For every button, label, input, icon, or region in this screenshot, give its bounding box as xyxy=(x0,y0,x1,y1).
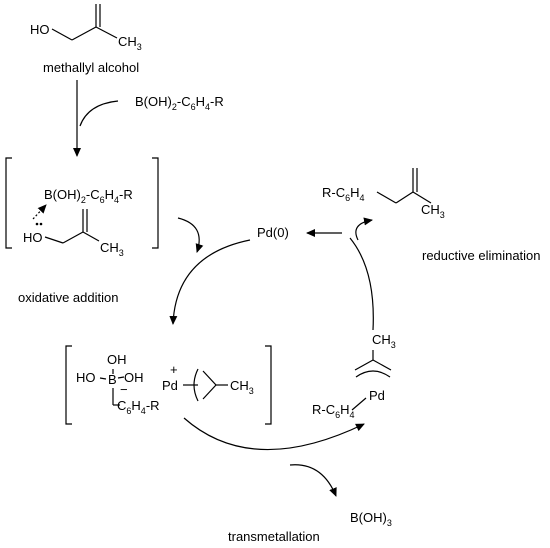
borate-ho: HO xyxy=(76,370,96,385)
methallyl-alcohol-structure: HO CH3 methallyl alcohol xyxy=(30,4,142,75)
oxidative-addition-caption: oxidative addition xyxy=(18,290,118,305)
complex-boron-label: B(OH)2-C6H4-R xyxy=(44,187,133,205)
complex-ho-label: HO xyxy=(23,230,43,245)
borate-aryl-label: C6H4-R xyxy=(117,398,160,416)
right-aryl-label: R-C6H4 xyxy=(312,402,355,420)
borate-oh2: OH xyxy=(124,370,144,385)
coupled-product-structure: R-C6H4 CH3 xyxy=(322,168,445,220)
pd-cation-label: Pd xyxy=(162,378,178,393)
complex-to-pd-arrow xyxy=(177,217,204,253)
product-ch3-label: CH3 xyxy=(421,202,445,220)
ho-label: HO xyxy=(30,22,50,37)
transmetallation-caption: transmetallation xyxy=(228,529,320,544)
dative-dashed-arrow xyxy=(32,204,47,220)
ch3-label: CH3 xyxy=(118,34,142,52)
pd-plus-charge: + xyxy=(170,362,178,377)
complex-ch3-label: CH3 xyxy=(100,240,124,258)
borate-oh1: OH xyxy=(107,352,127,367)
pd0-label: Pd(0) xyxy=(257,225,289,240)
boh3-release-arrow xyxy=(289,464,337,497)
boron-alcohol-complex: B(OH)2-C6H4-R HO CH3 xyxy=(5,157,159,258)
boh3-label: B(OH)3 xyxy=(350,510,392,528)
aryl-pd-allyl-complex: CH3 Pd R-C6H4 xyxy=(312,332,396,420)
methallyl-alcohol-caption: methallyl alcohol xyxy=(43,60,139,75)
reagent-curve-arrow xyxy=(79,100,119,127)
reductive-elimination-arc xyxy=(349,237,374,331)
boronic-acid-reagent: B(OH)2-C6H4-R xyxy=(135,94,224,112)
right-pd-label: Pd xyxy=(369,388,385,403)
borate-b: B xyxy=(108,372,117,387)
product-branch-arrow xyxy=(355,217,373,241)
transmetallation-arc xyxy=(183,417,365,451)
oxidative-addition-arc xyxy=(169,239,251,325)
borate-minus: − xyxy=(120,382,128,397)
right-ch3-label: CH3 xyxy=(372,332,396,350)
borate-pd-allyl-complex: OH OH HO B − C6H4-R + Pd CH3 xyxy=(65,345,272,425)
reductive-elimination-caption: reductive elimination xyxy=(422,248,541,263)
product-aryl-label: R-C6H4 xyxy=(322,185,365,203)
allyl-ch3-label: CH3 xyxy=(230,378,254,396)
